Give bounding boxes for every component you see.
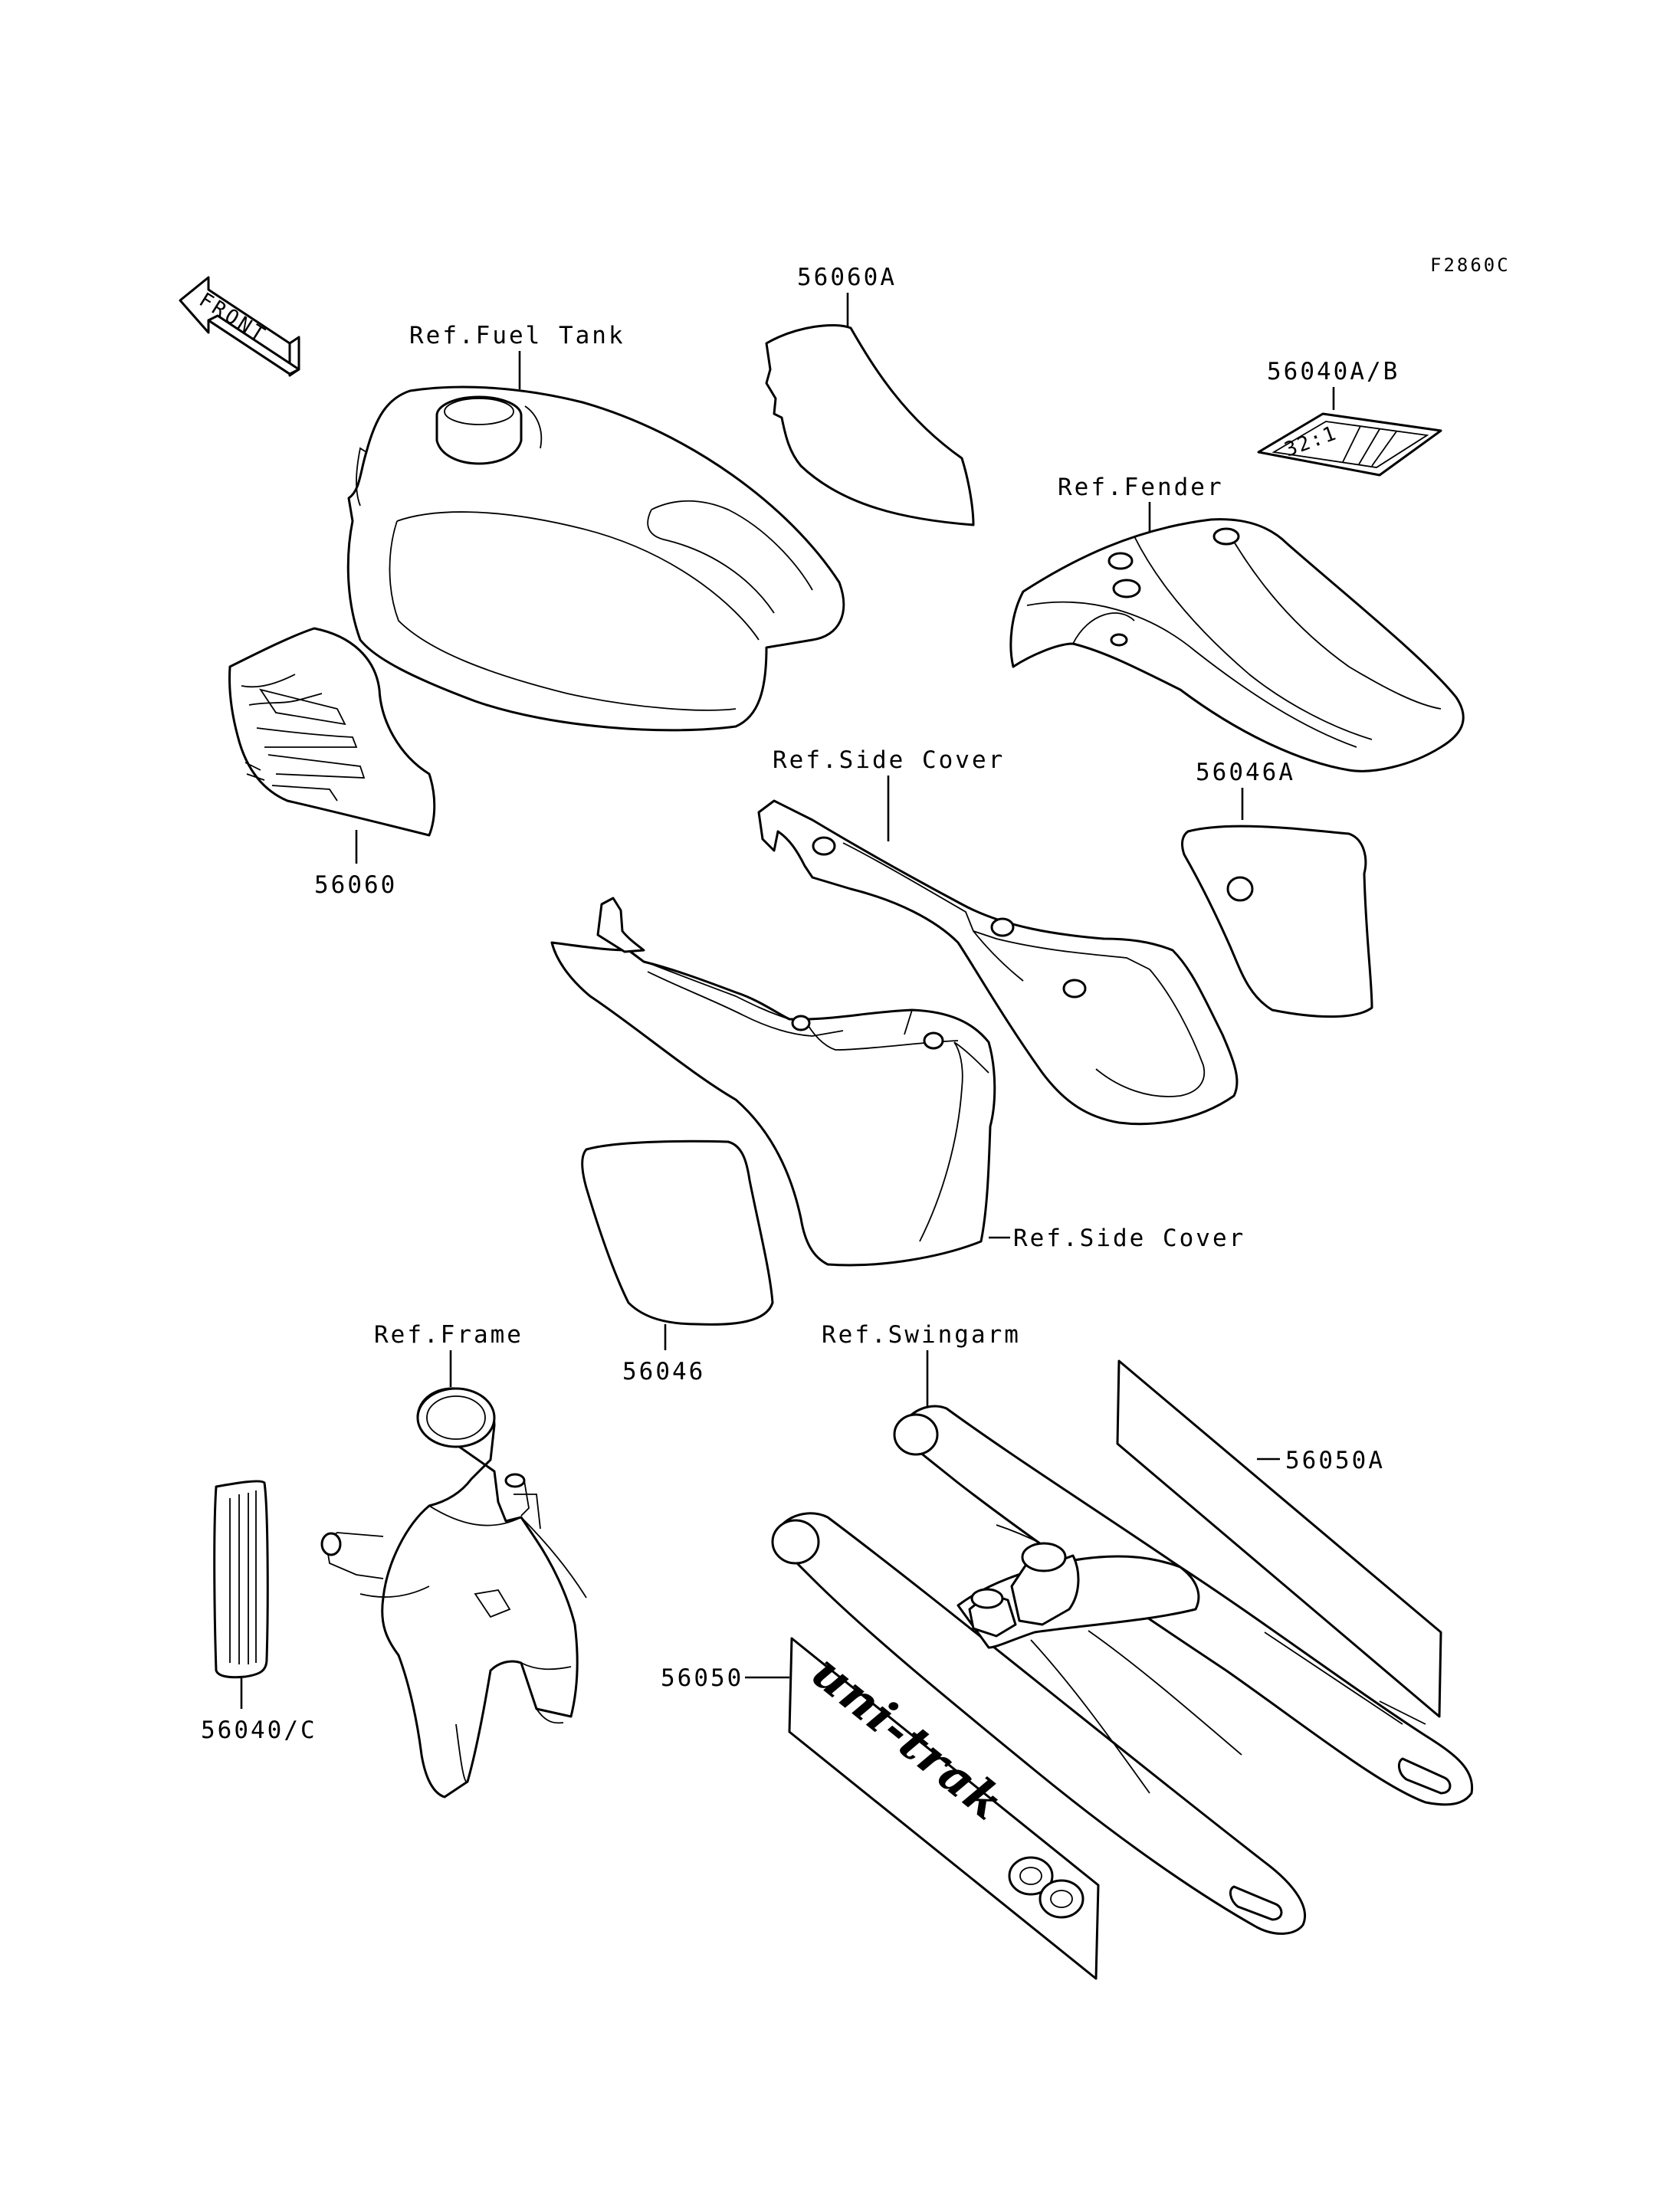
tank-decal-56060A bbox=[765, 323, 975, 526]
right-side-cover-part bbox=[757, 799, 1239, 1126]
p56060A-label: 56060A bbox=[797, 264, 897, 291]
side-decal-56046A bbox=[1181, 825, 1373, 1018]
fender-label: Ref.Fender bbox=[1058, 474, 1224, 501]
p56050A-label: 56050A bbox=[1285, 1447, 1385, 1474]
ratio-decal-56040AB: 32:1 bbox=[1257, 412, 1442, 477]
swingarm-part bbox=[771, 1405, 1474, 1935]
p56046-label: 56046 bbox=[622, 1358, 705, 1385]
left-side-cover-part bbox=[550, 897, 996, 1267]
figure-code: F2860C bbox=[1430, 254, 1511, 276]
rear-fender-part bbox=[1009, 518, 1465, 772]
front-arrow-icon: FRONT bbox=[179, 276, 300, 377]
strip-decal-56040C bbox=[213, 1480, 269, 1679]
p56040C-label: 56040/C bbox=[201, 1717, 317, 1744]
fuel-tank-part bbox=[346, 385, 845, 732]
p56046A-label: 56046A bbox=[1196, 759, 1295, 786]
p56050-label: 56050 bbox=[661, 1664, 743, 1692]
frame-label: Ref.Frame bbox=[374, 1321, 523, 1349]
p56060-label: 56060 bbox=[314, 871, 397, 899]
side-cover-left-label: Ref.Side Cover bbox=[1013, 1225, 1245, 1252]
swingarm-label: Ref.Swingarm bbox=[822, 1321, 1021, 1349]
side-decal-56046 bbox=[581, 1139, 774, 1326]
swingarm-decal-56050A bbox=[1116, 1359, 1442, 1718]
fuel-tank-label: Ref.Fuel Tank bbox=[409, 322, 625, 349]
frame-part bbox=[320, 1387, 587, 1799]
p56040AB-label: 56040A/B bbox=[1267, 358, 1399, 385]
side-cover-right-label: Ref.Side Cover bbox=[773, 746, 1005, 774]
tank-decal-56060 bbox=[228, 627, 436, 837]
